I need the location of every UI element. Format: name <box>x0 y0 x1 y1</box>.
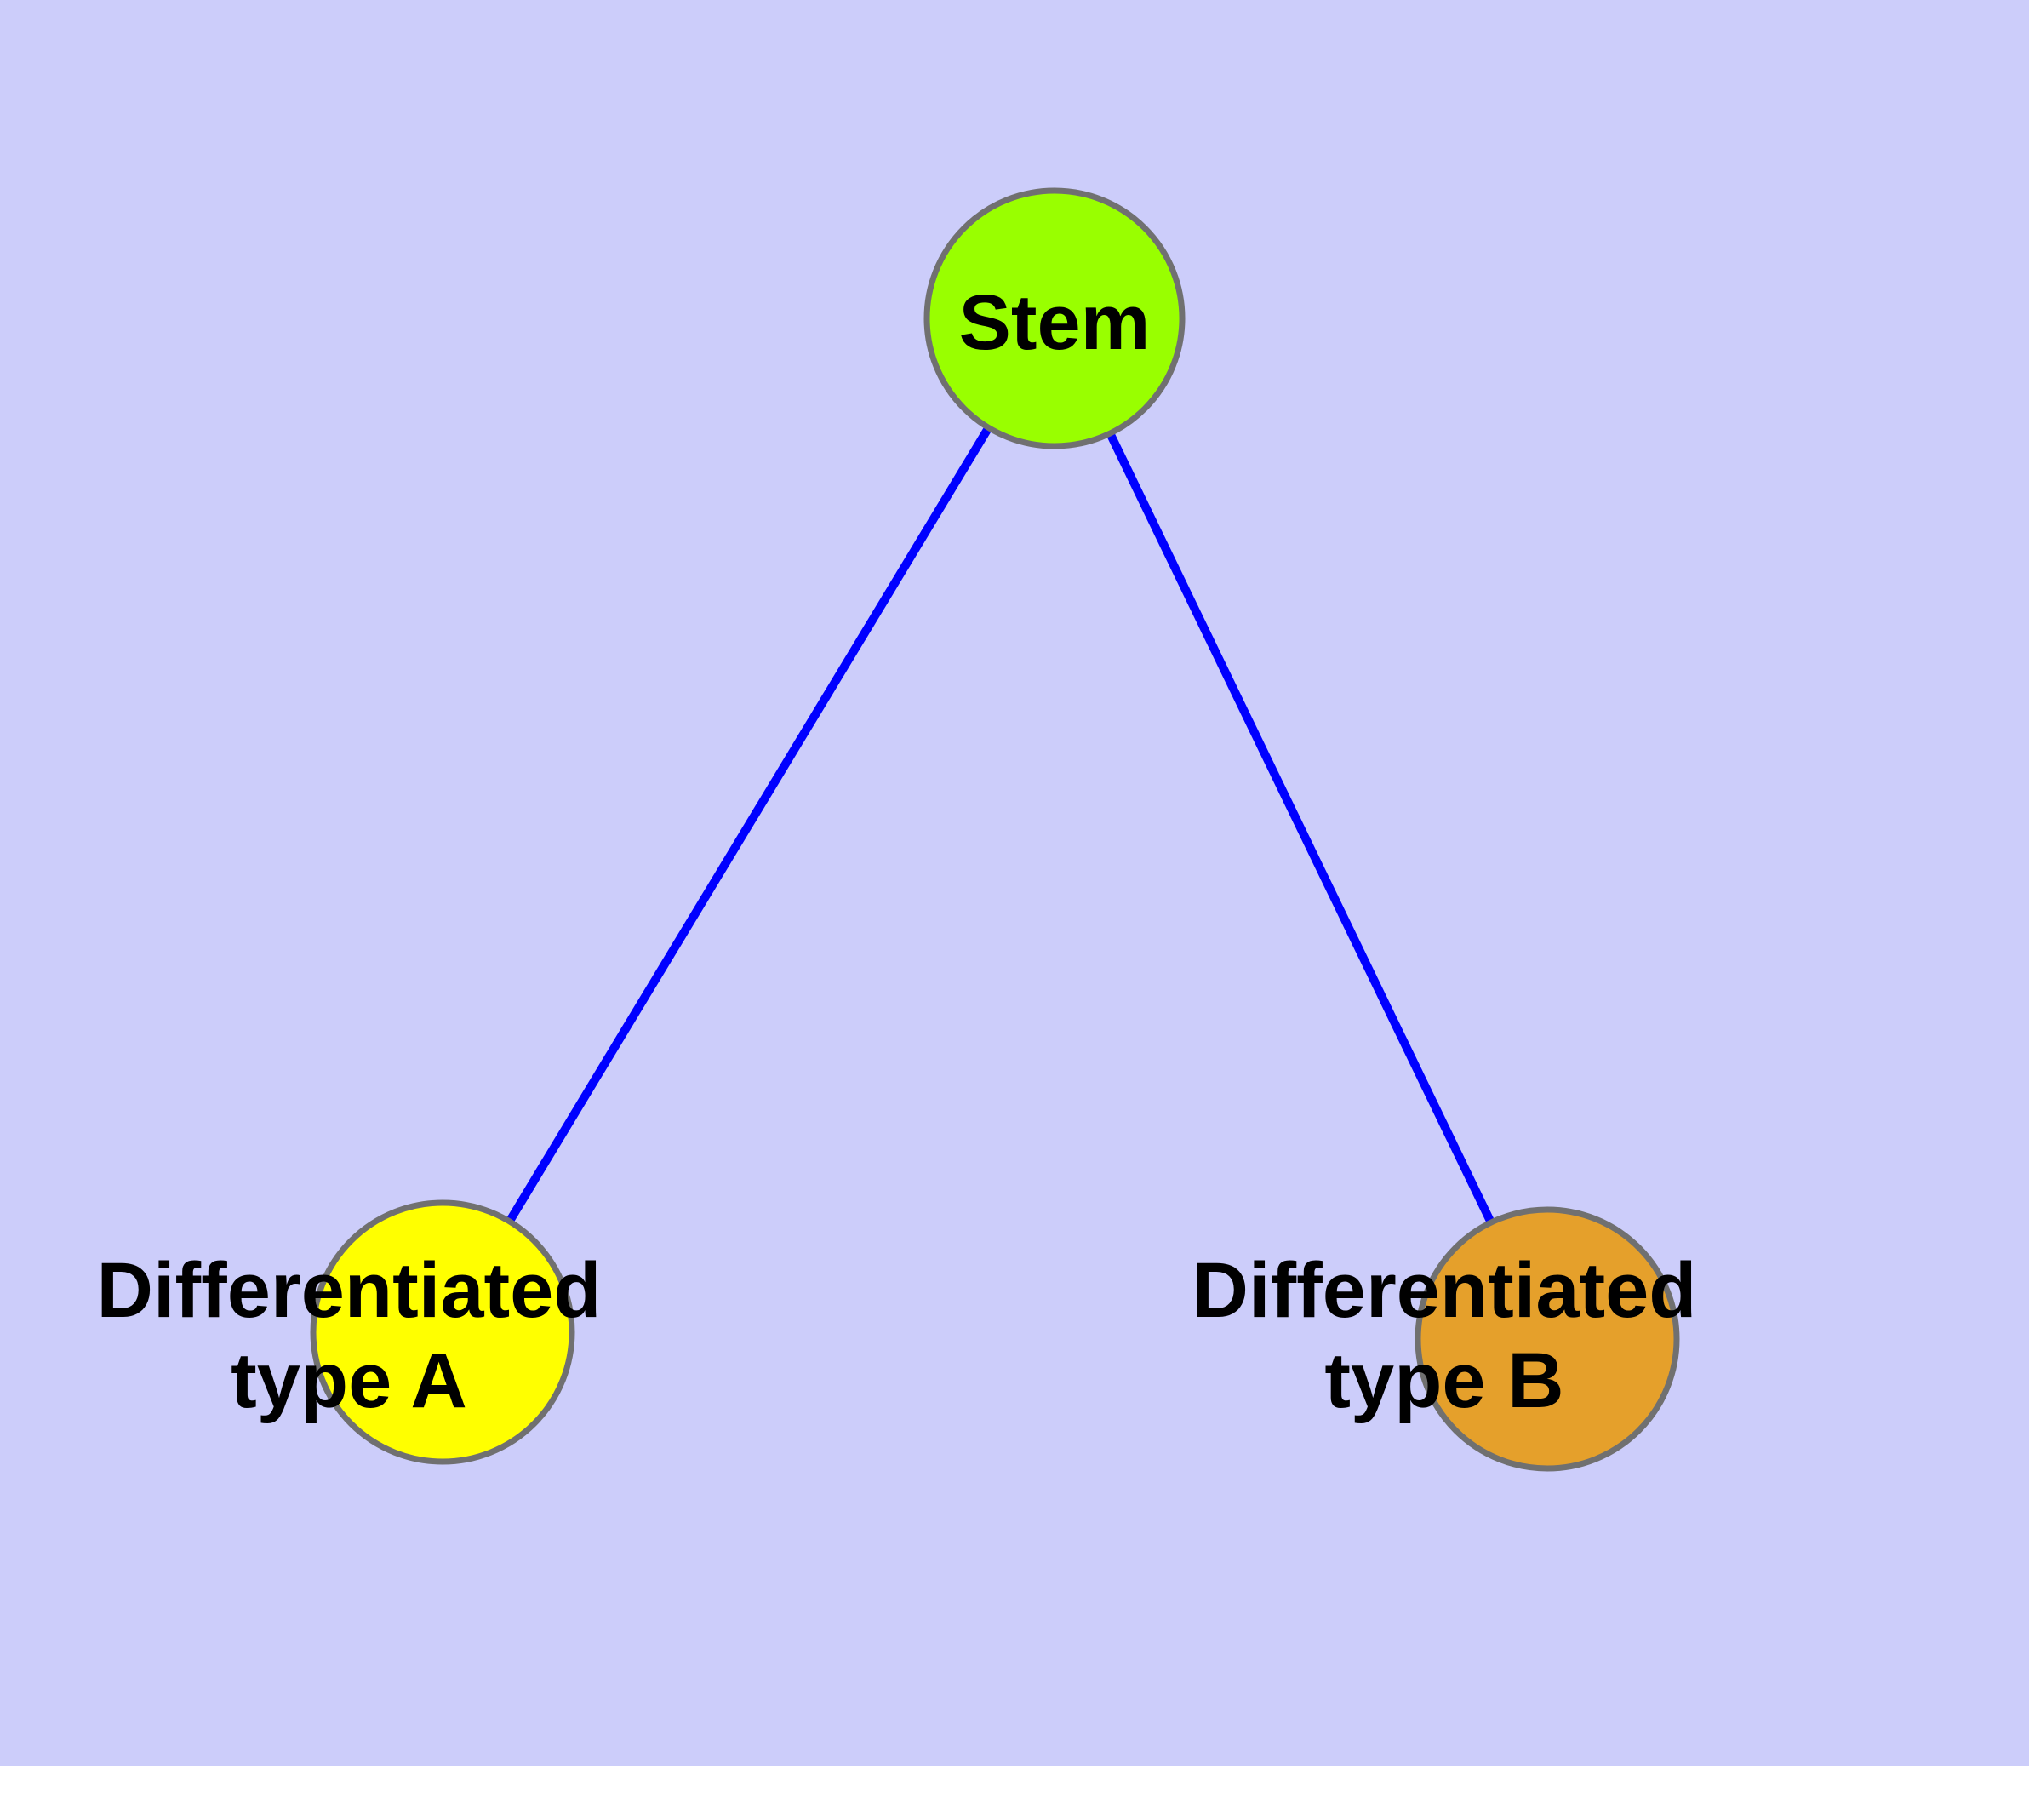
node-label-line: Differentiated <box>97 1247 602 1334</box>
node-label-line: type A <box>231 1337 467 1424</box>
edge-stem-to-diff-a[interactable] <box>438 316 1059 1335</box>
node-label-line: Stem <box>959 279 1151 366</box>
node-label-stem: Stem <box>959 279 1151 366</box>
node-label-line: type B <box>1324 1337 1563 1424</box>
node-label-line: Differentiated <box>1192 1247 1697 1334</box>
node-stem[interactable] <box>923 187 1186 449</box>
nodes-layer <box>310 187 1680 1472</box>
node-diff-b[interactable] <box>1415 1206 1680 1472</box>
edge-stem-to-diff-b[interactable] <box>1050 316 1552 1342</box>
node-diff-a[interactable] <box>310 1199 575 1465</box>
edges-layer <box>438 316 1552 1342</box>
